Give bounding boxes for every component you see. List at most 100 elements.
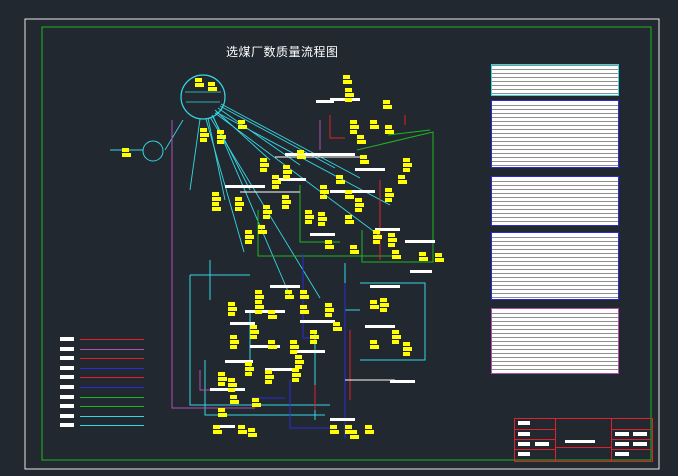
- data-label-block: [392, 340, 399, 344]
- data-label-block: [228, 302, 235, 306]
- water-balance-table: [491, 308, 619, 374]
- legend-line: [80, 339, 144, 340]
- data-label-block: [305, 215, 314, 219]
- data-label-block: [383, 105, 392, 109]
- data-label-block: [263, 210, 272, 214]
- legend-line: [80, 358, 144, 360]
- data-label-block: [305, 210, 312, 214]
- title-block: [514, 418, 653, 462]
- data-label-block: [385, 130, 394, 134]
- data-label-block: [235, 202, 244, 206]
- legend-label: [60, 375, 74, 380]
- data-label-block: [360, 160, 369, 164]
- data-label-block: [208, 82, 215, 86]
- data-label-block: [212, 202, 219, 206]
- data-label-block: [370, 345, 379, 349]
- data-label-block: [325, 303, 332, 307]
- data-label-block: [360, 155, 367, 159]
- data-label-block: [350, 435, 359, 439]
- data-label-block: [283, 170, 292, 174]
- data-label-block: [250, 330, 259, 334]
- data-label-block: [245, 230, 252, 234]
- data-label-block: [325, 313, 332, 317]
- legend-line: [80, 406, 144, 408]
- screening-table: [491, 176, 619, 226]
- data-label-block: [330, 425, 337, 429]
- raw-coal-bin: [180, 74, 226, 120]
- legend-line: [80, 425, 144, 427]
- legend-line: [80, 348, 144, 350]
- data-label-block: [238, 430, 247, 434]
- data-label-block: [403, 347, 412, 351]
- data-label-block: [263, 215, 270, 219]
- data-label-block: [218, 382, 225, 386]
- data-label-block: [370, 125, 379, 129]
- legend-line: [80, 377, 144, 379]
- data-label-block: [248, 433, 257, 437]
- sump-tank: [142, 140, 164, 162]
- data-label-block: [272, 175, 279, 179]
- data-label-block: [403, 342, 410, 346]
- data-label-block: [258, 230, 267, 234]
- data-label-block: [345, 215, 352, 219]
- data-label-block: [255, 295, 264, 299]
- data-label-block: [365, 425, 372, 429]
- data-label-block: [345, 93, 354, 97]
- data-label-block: [228, 307, 237, 311]
- data-label-block: [388, 243, 395, 247]
- data-label-block: [333, 327, 342, 331]
- data-label-block: [255, 305, 264, 309]
- data-label-block: [238, 120, 245, 124]
- data-label-block: [218, 377, 227, 381]
- data-label-block: [365, 430, 374, 434]
- data-label-block: [325, 245, 334, 249]
- data-label-block: [245, 235, 254, 239]
- data-label-block: [230, 345, 237, 349]
- legend-line: [80, 415, 144, 417]
- data-label-block: [255, 310, 262, 314]
- data-label-block: [310, 340, 317, 344]
- legend-label: [60, 337, 74, 341]
- data-label-block: [373, 230, 380, 234]
- data-label-block: [283, 175, 290, 179]
- data-label-block: [230, 395, 237, 399]
- data-label-block: [297, 150, 304, 154]
- data-label-block: [320, 185, 327, 189]
- drawing-title: 选煤厂数质量流程图: [226, 45, 339, 59]
- data-label-block: [388, 233, 395, 237]
- data-label-block: [238, 425, 245, 429]
- data-label-block: [268, 340, 275, 344]
- data-label-block: [260, 163, 269, 167]
- data-label-block: [122, 153, 131, 157]
- data-label-block: [217, 130, 224, 134]
- data-label-block: [265, 380, 272, 384]
- data-label-block: [345, 425, 352, 429]
- data-label-block: [435, 253, 442, 257]
- data-label-block: [250, 335, 257, 339]
- data-label-block: [212, 192, 219, 196]
- data-label-block: [310, 335, 319, 339]
- data-label-block: [268, 345, 277, 349]
- data-label-block: [325, 308, 334, 312]
- data-label-block: [373, 235, 382, 239]
- data-label-block: [255, 300, 262, 304]
- data-label-block: [213, 430, 222, 434]
- data-label-block: [283, 165, 290, 169]
- data-label-block: [252, 398, 259, 402]
- legend-label: [60, 365, 74, 370]
- data-label-block: [265, 375, 274, 379]
- data-label-block: [392, 335, 401, 339]
- data-label-block: [385, 193, 394, 197]
- data-label-block: [228, 383, 237, 387]
- data-label-block: [403, 163, 412, 167]
- data-label-block: [245, 240, 252, 244]
- data-label-block: [350, 130, 357, 134]
- data-label-block: [200, 133, 209, 137]
- data-label-block: [350, 120, 357, 124]
- data-label-block: [200, 138, 207, 142]
- raw-coal-table: [491, 100, 619, 168]
- data-label-block: [419, 252, 426, 256]
- data-label-block: [272, 185, 279, 189]
